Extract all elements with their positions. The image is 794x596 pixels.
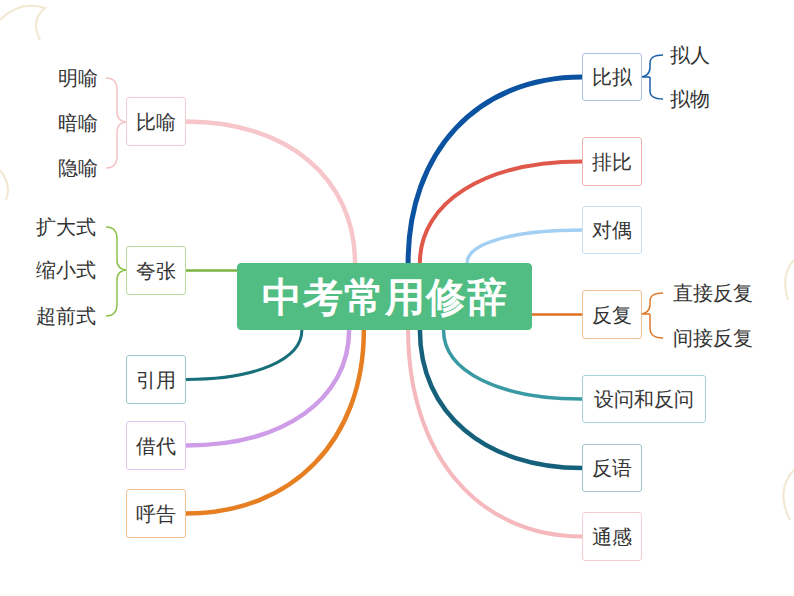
topic-text: 夸张	[136, 259, 176, 283]
topic-box: 通感	[582, 512, 642, 561]
subtype-label: 隐喻	[58, 156, 98, 180]
topic-box: 排比	[582, 137, 642, 186]
subtype-label: 拟人	[670, 43, 710, 67]
curly-bracket	[639, 55, 663, 99]
topic-box: 借代	[126, 421, 186, 470]
topic-box: 夸张	[126, 246, 186, 295]
branch-connector	[532, 313, 582, 316]
corner-flourish	[0, 6, 794, 520]
branch-connector	[444, 330, 583, 399]
curly-bracket	[106, 78, 128, 168]
branch-connector	[186, 330, 349, 446]
subtype-label: 拟物	[670, 87, 710, 111]
subtype-label: 直接反复	[673, 281, 753, 305]
topic-text: 反复	[592, 303, 632, 327]
topic-box: 对偶	[582, 206, 642, 254]
topic-box: 比喻	[126, 97, 186, 146]
topic-box: 引用	[126, 355, 186, 404]
topic-text: 排比	[592, 150, 632, 174]
subtype-label: 扩大式	[36, 215, 96, 239]
topic-box: 反复	[582, 290, 642, 339]
branch-connector	[186, 330, 302, 380]
curly-bracket	[106, 227, 128, 316]
branch-connector	[408, 77, 582, 263]
topic-box: 呼告	[126, 489, 186, 538]
central-topic: 中考常用修辞	[237, 263, 532, 330]
branch-connector	[186, 330, 364, 514]
topic-text: 对偶	[592, 218, 632, 242]
topic-text: 通感	[592, 525, 632, 549]
topic-text: 借代	[136, 434, 176, 458]
subtype-label: 明喻	[58, 66, 98, 90]
branch-connector	[467, 230, 582, 263]
topic-text: 呼告	[136, 502, 176, 526]
subtype-label: 间接反复	[673, 326, 753, 350]
branch-connector	[420, 162, 582, 264]
topic-text: 比喻	[136, 110, 176, 134]
curly-bracket	[639, 293, 663, 338]
topic-box: 设问和反问	[582, 375, 706, 423]
topic-box: 比拟	[582, 53, 642, 101]
bracket-group	[106, 55, 663, 338]
branch-connector	[186, 122, 355, 264]
subtype-label: 超前式	[36, 304, 96, 328]
topic-text: 设问和反问	[594, 387, 694, 411]
subtype-label: 暗喻	[58, 111, 98, 135]
branch-connector	[408, 330, 582, 537]
branch-connector	[186, 269, 237, 272]
topic-box: 反语	[582, 444, 642, 492]
topic-text: 比拟	[592, 65, 632, 89]
topic-text: 反语	[592, 456, 632, 480]
central-title: 中考常用修辞	[262, 273, 508, 321]
topic-text: 引用	[136, 368, 176, 392]
subtype-label: 缩小式	[36, 258, 96, 282]
branch-connector	[420, 330, 582, 468]
